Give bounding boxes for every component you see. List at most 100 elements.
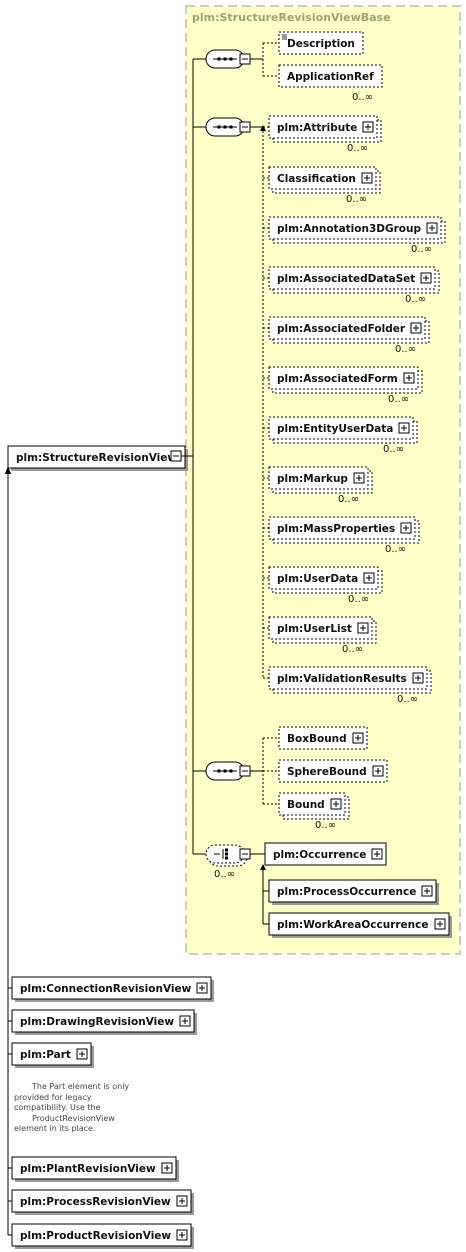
box-frame[interactable] <box>268 566 379 590</box>
choice-compositor[interactable]: 0..∞ <box>205 844 248 880</box>
expand-icon[interactable] <box>371 848 383 860</box>
box-frame[interactable] <box>268 616 373 640</box>
expand-icon[interactable] <box>330 798 342 810</box>
expand-icon[interactable] <box>410 322 422 334</box>
derived-element[interactable]: plm:ProcessRevisionView <box>11 1189 194 1215</box>
element-plm-associatedfolder[interactable]: plm:AssociatedFolder 0..∞ <box>268 316 430 355</box>
box-frame[interactable] <box>278 64 383 88</box>
element-label: plm:UserData <box>277 573 358 585</box>
occurrence-label: 0..∞ <box>214 869 235 880</box>
compositor-dot <box>223 57 227 61</box>
box-frame[interactable] <box>268 416 414 440</box>
root-collapse-icon[interactable] <box>170 450 182 462</box>
sequence-compositor[interactable] <box>205 117 245 137</box>
expand-icon[interactable] <box>403 372 415 384</box>
expand-icon[interactable] <box>352 732 364 744</box>
box-frame[interactable] <box>268 912 450 936</box>
derived-element[interactable]: plm:ConnectionRevisionView <box>11 976 214 1002</box>
collapse-icon[interactable] <box>239 53 251 65</box>
expand-icon[interactable] <box>76 1048 88 1060</box>
occurrence-substitute[interactable]: plm:WorkAreaOccurrence <box>268 912 452 938</box>
collapse-icon[interactable] <box>239 765 251 777</box>
box-frame[interactable] <box>268 266 436 290</box>
box-frame[interactable] <box>11 1042 92 1066</box>
expand-icon[interactable] <box>361 172 373 184</box>
expand-icon[interactable] <box>357 622 369 634</box>
box-frame[interactable] <box>268 516 416 540</box>
box-frame[interactable] <box>268 166 377 190</box>
collapse-icon[interactable] <box>239 848 251 860</box>
expand-icon[interactable] <box>426 222 438 234</box>
expand-icon[interactable] <box>176 1195 188 1207</box>
box-frame[interactable] <box>268 466 369 490</box>
box-frame[interactable] <box>11 976 212 1000</box>
box-frame[interactable] <box>268 666 428 690</box>
box-frame[interactable] <box>11 1156 177 1180</box>
expand-icon[interactable] <box>196 982 208 994</box>
element-label: ApplicationRef <box>287 71 374 83</box>
box-frame[interactable] <box>11 1223 192 1247</box>
expand-icon[interactable] <box>412 672 424 684</box>
element-spherebound[interactable]: SphereBound <box>278 759 388 783</box>
expand-icon[interactable] <box>372 765 384 777</box>
box-frame[interactable] <box>268 216 442 240</box>
derived-element[interactable]: plm:Part <box>11 1042 94 1068</box>
part-annotation: The Part element is only provided for le… <box>14 1082 164 1135</box>
element-label: plm:AssociatedFolder <box>277 323 406 335</box>
expand-icon[interactable] <box>420 272 432 284</box>
collapse-icon[interactable] <box>239 121 251 133</box>
box-frame[interactable] <box>268 316 426 340</box>
expand-icon[interactable] <box>176 1229 188 1241</box>
expand-icon[interactable] <box>353 472 365 484</box>
expand-icon[interactable] <box>363 572 375 584</box>
occurrence-head[interactable]: plm:Occurrence <box>264 842 387 866</box>
box-frame[interactable] <box>278 792 346 816</box>
note-line: provided for legacy <box>14 1092 92 1102</box>
element-applicationref[interactable]: ApplicationRef 0..∞ <box>278 64 383 103</box>
derived-element[interactable]: plm:DrawingRevisionView <box>11 1009 197 1035</box>
derived-element[interactable]: plm:ProductRevisionView <box>11 1223 194 1249</box>
expand-icon[interactable] <box>161 1162 173 1174</box>
occurrence-label: 0..∞ <box>395 344 416 355</box>
root-element[interactable]: plm:StructureRevisionView <box>7 445 188 471</box>
element-boxbound[interactable]: BoxBound <box>278 726 368 750</box>
box-frame[interactable] <box>278 726 368 750</box>
occurrence-label: 0..∞ <box>405 294 426 305</box>
box-frame[interactable] <box>278 31 364 55</box>
derived-element[interactable]: plm:PlantRevisionView <box>11 1156 179 1182</box>
expand-icon[interactable] <box>421 885 433 897</box>
note-line: The Part element is only <box>32 1082 130 1091</box>
expand-icon[interactable] <box>434 918 446 930</box>
box-frame[interactable] <box>11 1189 192 1213</box>
sequence-compositor[interactable] <box>205 49 245 69</box>
box-frame[interactable] <box>268 366 419 390</box>
element-description[interactable]: Description <box>278 31 364 55</box>
element-label: plm:Part <box>20 1049 71 1061</box>
sequence-compositor[interactable] <box>205 761 245 781</box>
expand-icon[interactable] <box>400 522 412 534</box>
box-frame[interactable] <box>11 1009 195 1033</box>
box-frame[interactable] <box>268 879 437 903</box>
expand-icon[interactable] <box>179 1015 191 1027</box>
occurrence-substitute[interactable]: plm:ProcessOccurrence <box>268 879 439 905</box>
box-frame[interactable] <box>264 842 387 866</box>
box-frame[interactable] <box>7 445 186 469</box>
expand-icon[interactable] <box>362 121 374 133</box>
box-frame[interactable] <box>278 759 388 783</box>
expand-icon[interactable] <box>398 422 410 434</box>
box-frame[interactable] <box>268 115 378 139</box>
element-label: plm:Markup <box>277 473 348 485</box>
occurrence-label: 0..∞ <box>352 92 373 103</box>
